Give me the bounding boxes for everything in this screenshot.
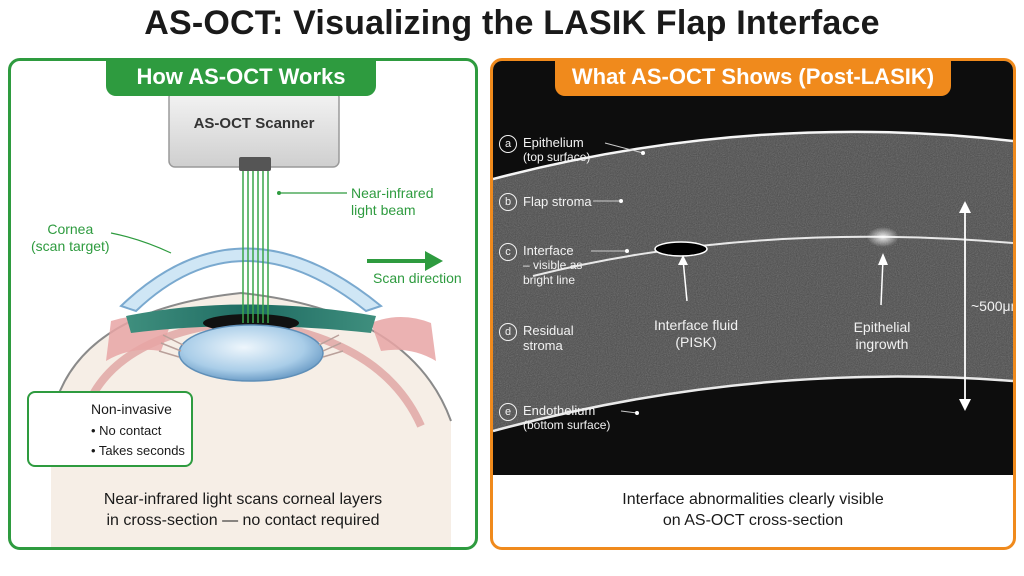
light-beams xyxy=(242,171,269,323)
ingrowth-pointer xyxy=(880,258,884,306)
thickness-arrow-bottom xyxy=(959,399,971,411)
eye-scan-illustration xyxy=(43,90,452,547)
thickness-label: ~500μm xyxy=(971,298,1013,314)
right-panel-header: What AS-OCT Shows (Post-LASIK) xyxy=(555,61,951,96)
scan-direction-label: Scan direction xyxy=(373,270,462,286)
layer-letter-c: c xyxy=(499,243,517,261)
layer-letter-b: b xyxy=(499,193,517,211)
layer-label-endothelium: Endothelium (bottom surface) xyxy=(523,403,611,432)
interface-fluid-label: Interface fluid (PISK) xyxy=(653,317,739,350)
zonule-fibers-right xyxy=(318,334,344,358)
interface-line xyxy=(532,235,1013,277)
epithelial-ingrowth-spot xyxy=(867,227,899,247)
layer-letter-d: d xyxy=(499,323,517,341)
info-box-title: Non-invasive xyxy=(91,401,172,417)
layer-label-interface: Interface – visible as bright line xyxy=(523,243,583,287)
scanner-label: AS-OCT Scanner xyxy=(193,115,315,132)
beam-label: Near-infrared light beam xyxy=(351,185,434,218)
layer-letter-a: a xyxy=(499,135,517,153)
layer-label-residual-stroma: Residual stroma xyxy=(523,323,574,353)
right-caption: Interface abnormalities clearly visible … xyxy=(622,491,884,529)
lens-shape xyxy=(178,324,324,382)
endothelium-line xyxy=(493,375,1013,433)
scanner-lens xyxy=(239,157,271,171)
interface-fluid-pocket xyxy=(654,241,708,257)
thickness-arrow-top xyxy=(959,201,971,213)
layer-label-epithelium: Epithelium (top surface) xyxy=(523,135,591,164)
epithelium-leader xyxy=(604,142,644,154)
epithelial-ingrowth-label: Epithelial ingrowth xyxy=(853,319,911,352)
cornea-shape xyxy=(119,247,384,313)
how-it-works-panel: How AS-OCT Works AS-OCT Scanner Near-inf… xyxy=(8,58,478,550)
zonule-fibers-left xyxy=(158,334,184,358)
sclera-outer xyxy=(50,291,452,422)
left-panel-header: How AS-OCT Works xyxy=(106,61,376,96)
oct-cross-section-image xyxy=(493,61,1013,475)
info-item: • Takes seconds xyxy=(91,443,185,458)
layer-label-flap-stroma: Flap stroma xyxy=(523,194,592,209)
non-invasive-box: Non-invasive • No contact • Takes second… xyxy=(27,391,193,467)
fluid-pointer xyxy=(682,258,688,302)
cornea-leader-line xyxy=(110,232,172,254)
what-it-shows-panel: What AS-OCT Shows (Post-LASIK) a Epithel… xyxy=(490,58,1016,550)
cornea-label: Cornea (scan target) xyxy=(31,221,110,254)
page-title: AS-OCT: Visualizing the LASIK Flap Inter… xyxy=(144,4,880,42)
left-caption: Near-infrared light scans corneal layers… xyxy=(103,491,383,529)
ciliary-body-right xyxy=(371,317,436,361)
scan-direction-arrow-head xyxy=(425,251,443,271)
info-item: • No contact xyxy=(91,423,162,438)
endothelium-leader xyxy=(620,410,638,414)
layer-letter-e: e xyxy=(499,403,517,421)
epithelium-line xyxy=(493,130,1013,181)
